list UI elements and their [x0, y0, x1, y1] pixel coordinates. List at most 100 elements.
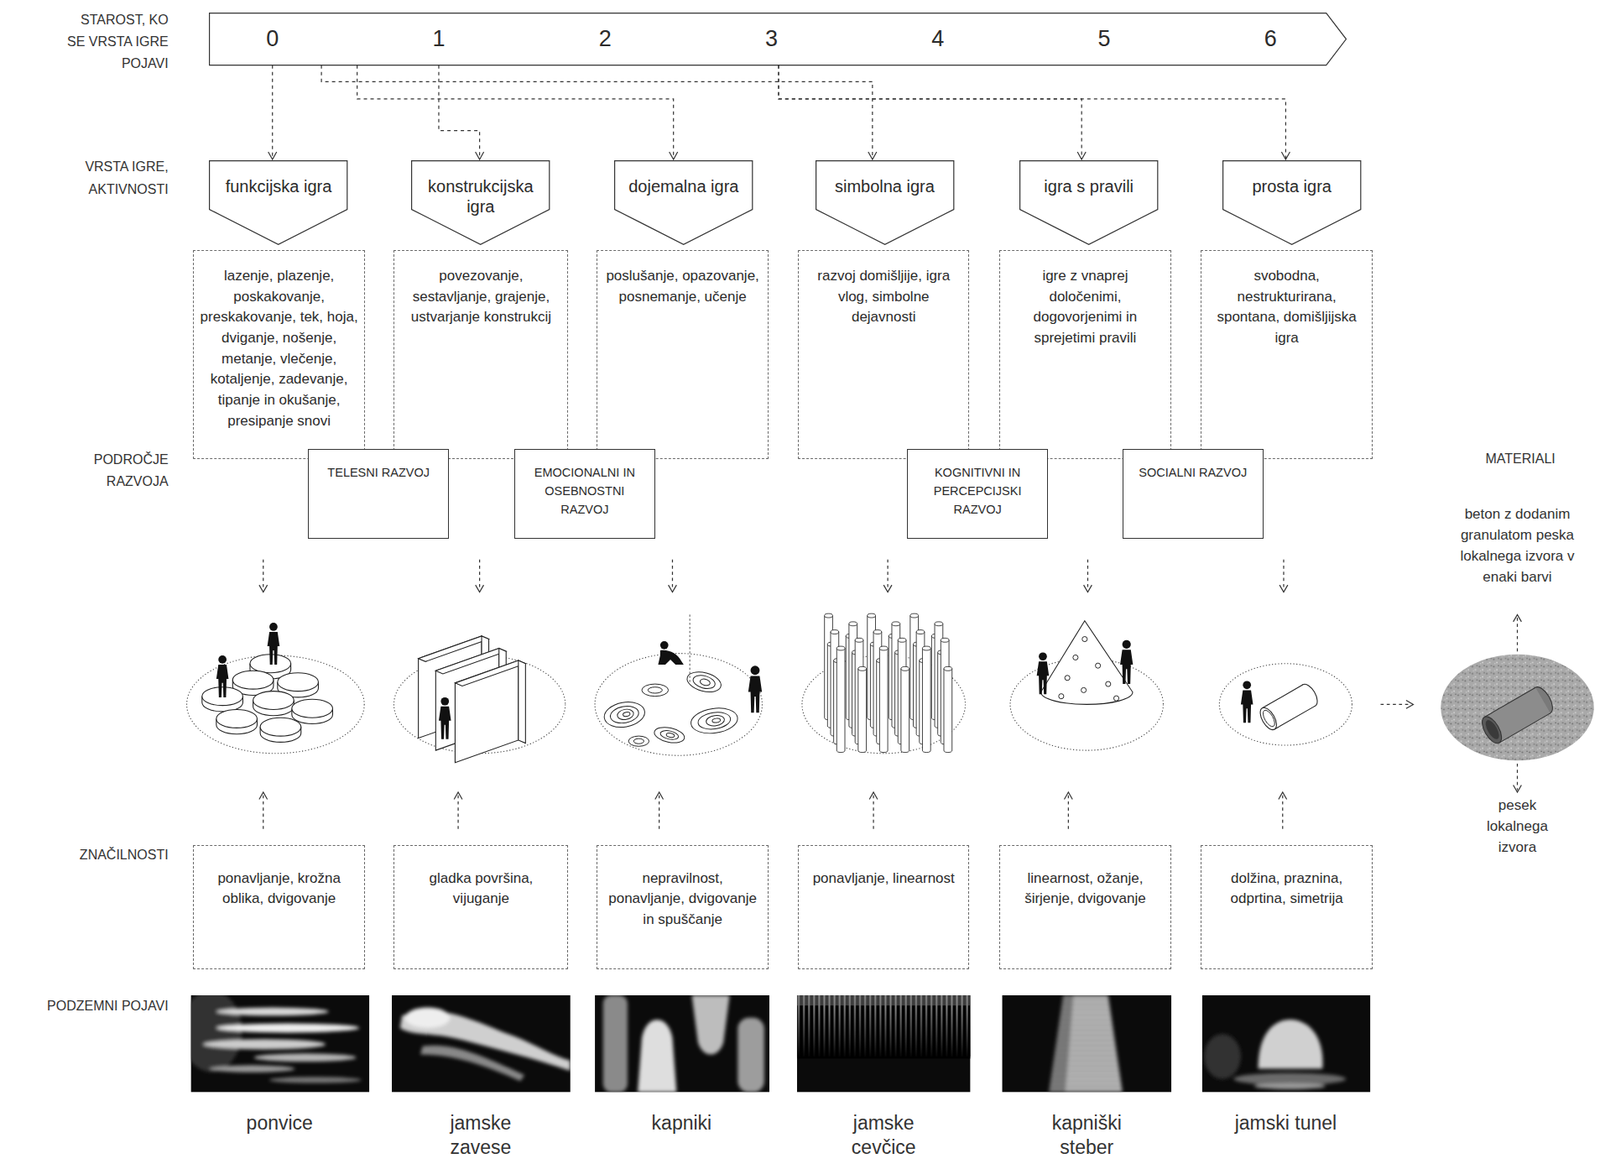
row-heading: STAROST, KO SE VRSTA IGRE POJAVI	[62, 9, 168, 75]
development-name: SOCIALNI RAZVOJ	[1129, 463, 1257, 483]
age-arrow: 0123456	[208, 12, 1347, 66]
text-group: ponavljanje, linearnost	[798, 868, 969, 890]
material-note: beton z dodanim granulatom peska lokalne…	[1448, 503, 1587, 588]
tag-shape	[1222, 160, 1361, 245]
description-text: dolžina, praznina, odprtina, simetrija	[1208, 868, 1366, 910]
arrow-head	[1281, 151, 1290, 160]
tag-shape	[815, 160, 954, 245]
column-heading: MATERIALI	[1454, 449, 1587, 469]
photo-caption: jamske zavese	[419, 1110, 543, 1160]
connector	[438, 65, 485, 160]
text-group: EMOCIONALNI IN OSEBNOSTNI RAZVOJ	[515, 463, 655, 519]
description-text: razvoj domišljije, igra vlog, simbolne d…	[804, 265, 963, 329]
age-number: 4	[931, 25, 944, 53]
description-box: ponavljanje, krožna oblika, dvigovanje	[192, 844, 366, 970]
play-type-name: prosta igra	[1235, 176, 1350, 197]
description-box: ponavljanje, linearnost	[797, 844, 970, 970]
photo-caption: kapniki	[620, 1110, 743, 1136]
play-type-name: igra s pravili	[1031, 176, 1147, 197]
text-group: povezovanje, sestavljanje, grajenje, ust…	[394, 265, 568, 329]
development-name: KOGNITIVNI IN PERCEPCIJSKI RAZVOJ	[913, 463, 1041, 519]
play-type-name: funkcijska igra	[221, 176, 336, 197]
material-note: pesek lokalnega izvora	[1466, 794, 1569, 858]
development-box: KOGNITIVNI IN PERCEPCIJSKI RAZVOJ	[906, 448, 1048, 539]
connector	[778, 65, 1086, 160]
description-text: linearnost, ožanje, širjenje, dvigovanje	[1005, 868, 1165, 910]
row-heading: PODZEMNI POJAVI	[5, 996, 169, 1016]
description-box: lazenje, plazenje, poskakovanje, preskak…	[192, 250, 366, 459]
age-number: 5	[1097, 25, 1111, 53]
description-text: ponavljanje, krožna oblika, dvigovanje	[199, 868, 359, 910]
connector-line	[438, 65, 480, 160]
text-group: funkcijska igra	[208, 176, 348, 197]
photo-caption: kapniški steber	[1025, 1110, 1148, 1160]
age-number: 6	[1264, 25, 1277, 53]
photo-caption: ponvice	[218, 1110, 341, 1136]
age-number: 2	[599, 25, 612, 53]
age-number: 0	[265, 25, 279, 53]
play-type-tag: prosta igra	[1222, 160, 1361, 245]
tag-shape	[1019, 160, 1158, 245]
text-group: poslušanje, opazovanje, posnemanje, učen…	[597, 265, 767, 308]
development-box: EMOCIONALNI IN OSEBNOSTNI RAZVOJ	[514, 448, 656, 539]
photo-caption: jamske cevčice	[822, 1110, 945, 1160]
description-box: igre z vnaprej določenimi, dogovorjenimi…	[999, 250, 1173, 459]
description-box: povezovanje, sestavljanje, grajenje, ust…	[393, 250, 569, 459]
text-group: gladka površina, vijuganje	[394, 868, 568, 910]
text-group: TELESNI RAZVOJ	[308, 463, 449, 483]
play-type-tag: konstrukcijska igra	[411, 160, 550, 245]
row-heading: ZNAČILNOSTI	[41, 845, 169, 865]
description-box: linearnost, ožanje, širjenje, dvigovanje	[999, 844, 1173, 970]
connector	[268, 65, 277, 160]
text-group: nepravilnost, ponavljanje, dvigovanje in…	[597, 868, 767, 931]
arrow-head	[1077, 151, 1086, 160]
connector	[778, 65, 1290, 160]
play-type-name: dojemalna igra	[626, 176, 741, 197]
play-type-tag: simbolna igra	[815, 160, 954, 245]
arrow-head	[475, 151, 485, 160]
connector-line	[321, 65, 873, 160]
description-text: lazenje, plazenje, poskakovanje, preskak…	[199, 265, 359, 432]
development-name: EMOCIONALNI IN OSEBNOSTNI RAZVOJ	[521, 463, 648, 519]
connector-line	[271, 65, 273, 160]
tag-shape	[208, 160, 348, 245]
tag-outline	[209, 161, 348, 245]
arrow-band-outline	[209, 12, 1347, 65]
play-type-tag: funkcijska igra	[208, 160, 348, 245]
tag-outline	[614, 161, 753, 245]
development-box: TELESNI RAZVOJ	[307, 448, 449, 539]
text-group: svobodna, nestrukturirana, spontana, dom…	[1201, 265, 1371, 350]
description-text: gladka površina, vijuganje	[401, 868, 562, 910]
text-group: prosta igra	[1222, 176, 1361, 197]
connector	[321, 65, 877, 160]
arrow-head	[868, 151, 877, 160]
text-group: dolžina, praznina, odprtina, simetrija	[1201, 868, 1371, 910]
description-box: poslušanje, opazovanje, posnemanje, učen…	[596, 250, 768, 459]
description-text: nepravilnost, ponavljanje, dvigovanje in…	[604, 868, 762, 931]
description-box: gladka površina, vijuganje	[393, 844, 569, 970]
description-box: nepravilnost, ponavljanje, dvigovanje in…	[596, 844, 768, 970]
row-heading: PODROČJE RAZVOJA	[62, 448, 168, 493]
age-number: 3	[765, 25, 778, 53]
text-group: KOGNITIVNI IN PERCEPCIJSKI RAZVOJ	[907, 463, 1048, 519]
connector	[357, 65, 678, 160]
description-box: razvoj domišljije, igra vlog, simbolne d…	[797, 250, 970, 459]
description-text: svobodna, nestrukturirana, spontana, dom…	[1208, 265, 1366, 350]
text-group: lazenje, plazenje, poskakovanje, preskak…	[193, 265, 365, 432]
tag-outline	[815, 161, 954, 245]
text-group: SOCIALNI RAZVOJ	[1123, 463, 1263, 483]
play-type-tag: dojemalna igra	[614, 160, 753, 245]
text-group: dojemalna igra	[614, 176, 753, 197]
text-group: igre z vnaprej določenimi, dogovorjenimi…	[1000, 265, 1172, 350]
arrow-band-shape	[208, 12, 1347, 66]
play-type-name: simbolna igra	[827, 176, 942, 197]
development-name: TELESNI RAZVOJ	[315, 463, 443, 483]
description-box: dolžina, praznina, odprtina, simetrija	[1200, 844, 1372, 970]
play-type-tag: igra s pravili	[1019, 160, 1158, 245]
description-text: ponavljanje, linearnost	[804, 868, 963, 890]
arrow-head	[669, 151, 678, 160]
text-group: linearnost, ožanje, širjenje, dvigovanje	[1000, 868, 1172, 910]
play-type-name: konstrukcijska igra	[423, 176, 538, 217]
text-group: razvoj domišljije, igra vlog, simbolne d…	[798, 265, 969, 329]
